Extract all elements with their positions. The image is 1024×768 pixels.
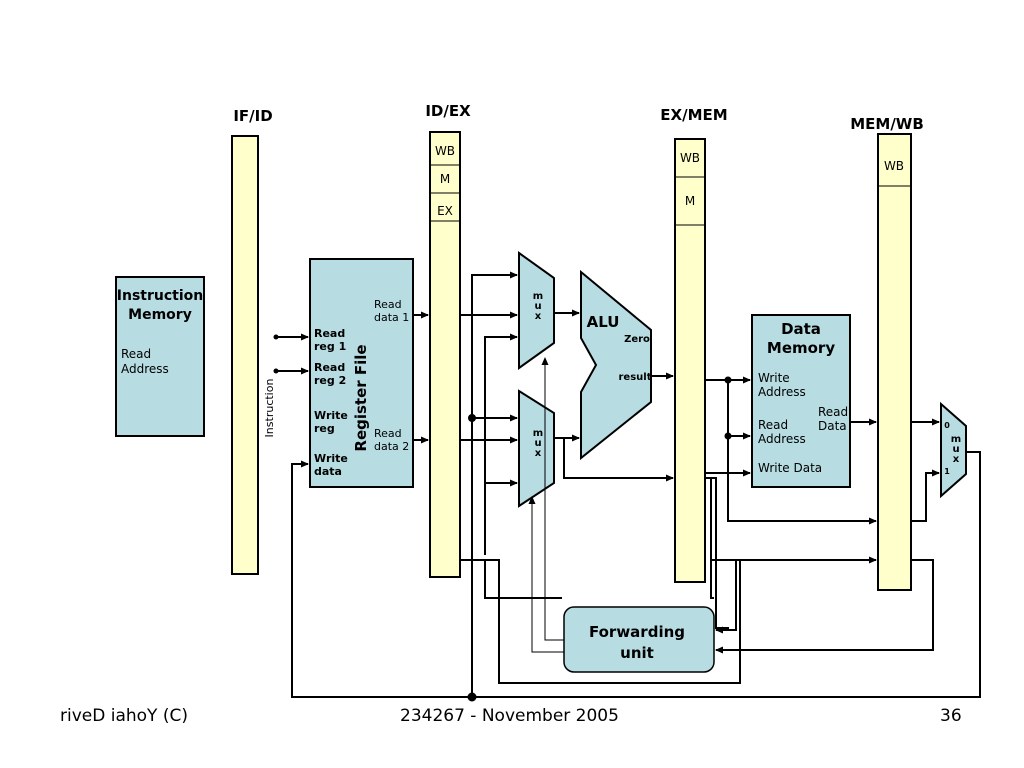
forward-a-mux-label-m: m bbox=[533, 291, 543, 302]
alu bbox=[580, 269, 652, 461]
forwarding-control-wires bbox=[528, 357, 564, 653]
mem-wb-register bbox=[877, 133, 912, 591]
instruction-memory bbox=[115, 276, 205, 437]
write-reg-label-2: reg bbox=[314, 422, 335, 435]
write-address-label: Write bbox=[758, 371, 790, 385]
write-data-label-2: data bbox=[314, 465, 342, 478]
ex-mem-field-wb: WB bbox=[680, 151, 700, 165]
forward-b-mux-label-m: m bbox=[533, 428, 543, 439]
data-memory bbox=[751, 314, 851, 488]
writeback-mux bbox=[940, 401, 967, 499]
instruction-memory-title-2: Memory bbox=[128, 307, 192, 323]
forwarding-unit-label-2: unit bbox=[620, 644, 654, 662]
forward-a-mux-label-u: u bbox=[534, 301, 541, 312]
writeback-mux-input-1: 1 bbox=[944, 467, 950, 476]
write-reg-label: Write bbox=[314, 409, 348, 422]
ex-mem-register bbox=[674, 138, 706, 583]
writeback-mux-label-m: m bbox=[951, 434, 961, 445]
alu-title: ALU bbox=[587, 313, 620, 331]
read-data1-label-2: data 1 bbox=[374, 311, 409, 324]
write-data-port-label: Write Data bbox=[758, 461, 822, 475]
read-reg2-label: Read bbox=[314, 361, 345, 374]
data-memory-title-2: Memory bbox=[767, 339, 835, 357]
forward-b-mux-label-x: x bbox=[535, 448, 542, 459]
read-data2-label: Read bbox=[374, 427, 402, 440]
id-ex-register bbox=[429, 131, 461, 578]
write-data-label: Write bbox=[314, 452, 348, 465]
footer-page-number: 36 bbox=[940, 706, 962, 726]
writeback-mux-label-x: x bbox=[953, 454, 960, 465]
id-ex-label: ID/EX bbox=[425, 102, 471, 120]
read-reg1-label: Read bbox=[314, 327, 345, 340]
forward-a-mux bbox=[518, 251, 555, 370]
register-file-title: Register File bbox=[352, 344, 370, 451]
read-reg2-label-2: reg 2 bbox=[314, 374, 346, 387]
id-ex-field-ex: EX bbox=[437, 204, 453, 218]
register-file bbox=[309, 258, 414, 488]
if-id-register bbox=[231, 135, 259, 575]
footer-course: 234267 - November 2005 bbox=[400, 706, 619, 726]
read-data-label: Read bbox=[818, 405, 848, 419]
read-reg1-label-2: reg 1 bbox=[314, 340, 346, 353]
writeback-mux-label-u: u bbox=[952, 444, 959, 455]
read-address-label: Read bbox=[758, 418, 788, 432]
ex-mem-field-m: M bbox=[685, 194, 695, 208]
read-data2-label-2: data 2 bbox=[374, 440, 409, 453]
mem-wb-label: MEM/WB bbox=[850, 115, 924, 133]
instruction-memory-port-2: Address bbox=[121, 362, 169, 376]
datapath-wires bbox=[291, 271, 981, 702]
id-ex-field-m: M bbox=[440, 172, 450, 186]
read-data1-label: Read bbox=[374, 298, 402, 311]
read-data-label-2: Data bbox=[818, 419, 847, 433]
forwarding-unit-label: Forwarding bbox=[589, 623, 685, 641]
write-address-label-2: Address bbox=[758, 385, 806, 399]
mem-wb-field-wb: WB bbox=[884, 159, 904, 173]
forward-a-mux-label-x: x bbox=[535, 311, 542, 322]
footer-author: riveD iahoY (C) bbox=[60, 706, 188, 726]
writeback-mux-input-0: 0 bbox=[944, 421, 950, 430]
read-address-label-2: Address bbox=[758, 432, 806, 446]
ex-mem-label: EX/MEM bbox=[660, 106, 727, 124]
alu-zero-label: Zero bbox=[624, 334, 650, 345]
alu-result-label: result bbox=[619, 372, 652, 383]
forward-b-mux-label-u: u bbox=[534, 438, 541, 449]
instruction-memory-port: Read bbox=[121, 347, 151, 361]
id-ex-field-wb: WB bbox=[435, 144, 455, 158]
data-memory-title: Data bbox=[781, 320, 821, 338]
instruction-label: Instruction bbox=[263, 379, 276, 438]
instruction-memory-title: Instruction bbox=[117, 288, 203, 304]
if-id-label: IF/ID bbox=[233, 107, 272, 125]
